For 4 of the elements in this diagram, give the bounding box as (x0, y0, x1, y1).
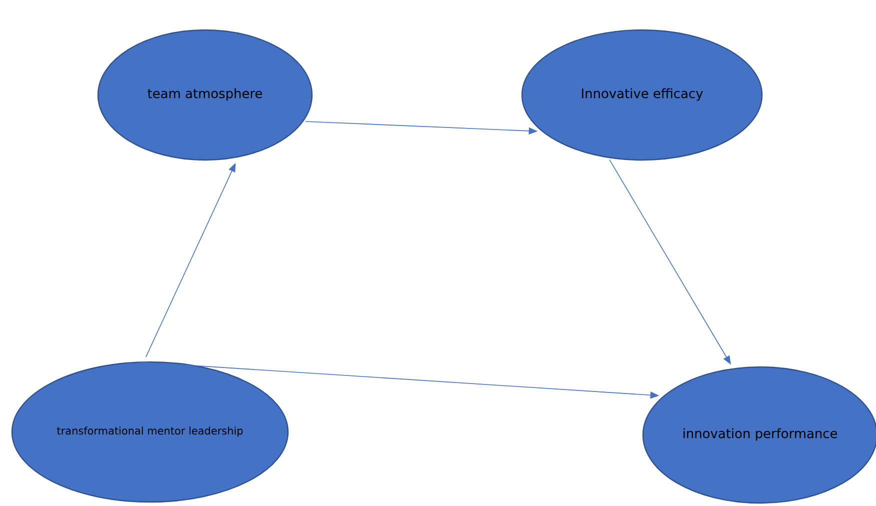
ellipse-node: innovation performance (642, 366, 876, 504)
ellipse-node: Innovative efficacy (521, 29, 763, 161)
ellipse-node: team atmosphere (97, 29, 313, 161)
ellipse-node: transformational mentor leadership (11, 361, 289, 503)
